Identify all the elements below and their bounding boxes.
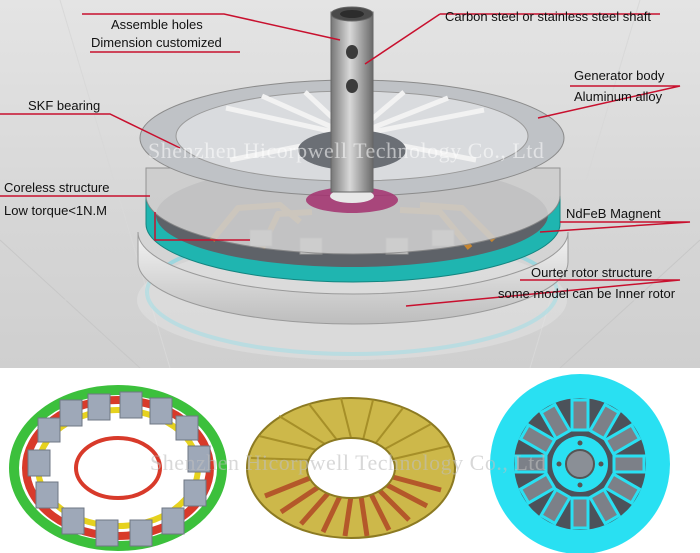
rotor-magnets — [514, 398, 646, 530]
coil-disc-panel — [233, 368, 468, 553]
rotor-disc-illustration — [490, 374, 670, 553]
coil-disc-illustration — [246, 397, 456, 539]
callout-outer-rotor: Ourter rotor structure — [531, 265, 653, 280]
callout-assemble-holes: Assemble holes — [111, 17, 203, 32]
radial-coil-lines — [250, 397, 450, 461]
rotor-disc-panel — [468, 368, 700, 553]
callout-coreless-structure: Coreless structure — [4, 180, 110, 195]
stator-segments — [27, 391, 211, 547]
callout-inner-rotor-note: some model can be Inner rotor — [498, 286, 676, 301]
callout-aluminum-alloy: Aluminum alloy — [574, 89, 663, 104]
copper-windings — [264, 473, 442, 537]
generator-illustration — [0, 0, 700, 368]
coil-stator-panel — [0, 368, 233, 553]
hub-bolts — [556, 440, 604, 488]
callout-low-torque: Low torque<1N.M — [4, 203, 107, 218]
callout-skf-bearing: SKF bearing — [28, 98, 101, 113]
callout-ndfeb-magnet: NdFeB Magnent — [566, 206, 661, 221]
callout-dimension-customized: Dimension customized — [91, 35, 222, 50]
generator-cutaway-panel: Assemble holes Dimension customized Carb… — [0, 0, 700, 368]
callout-lines — [0, 13, 691, 307]
callout-generator-body: Generator body — [574, 68, 665, 83]
callout-shaft: Carbon steel or stainless steel shaft — [445, 9, 651, 24]
coil-stator-illustration — [9, 385, 227, 551]
assemble-holes — [346, 45, 358, 93]
shaft — [330, 11, 374, 193]
